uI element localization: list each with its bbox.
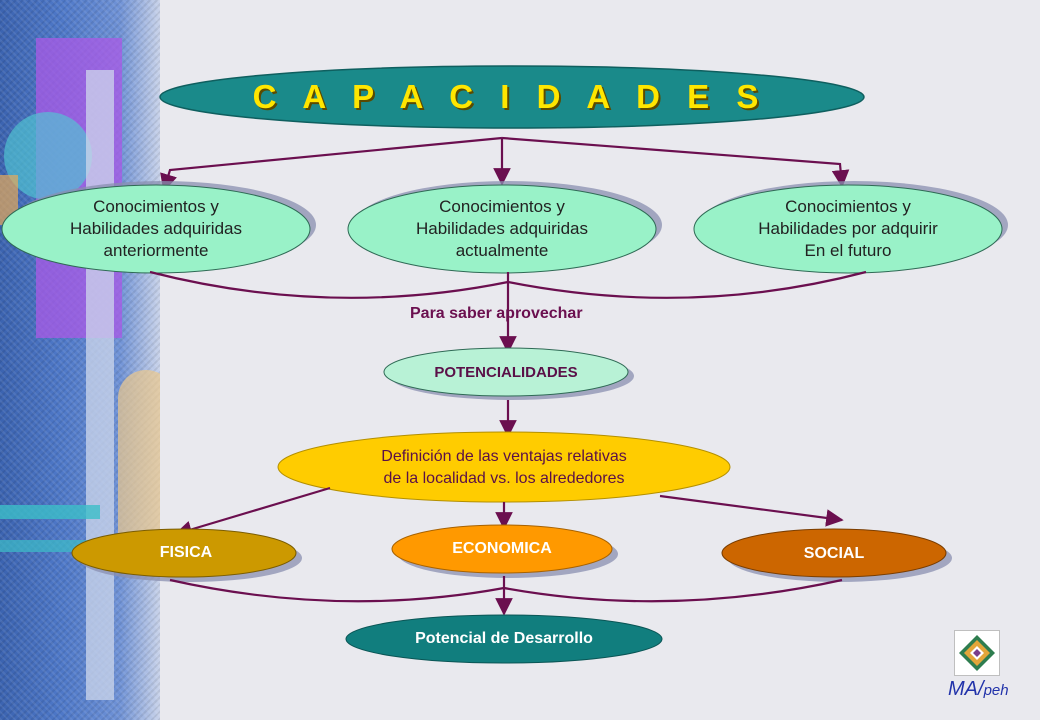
arrow-to-social: [659, 494, 844, 527]
arrow-to-fisica: [174, 486, 331, 538]
arrow-title-to-left: [160, 136, 503, 192]
economica-ellipse: [391, 524, 613, 574]
curve-left-to-center: [149, 270, 509, 299]
decor-cyan-circle: [4, 112, 92, 200]
decor-teal-bar: [0, 505, 100, 519]
node-ellipse-actualmente: [347, 184, 657, 274]
node-actualmente: Conocimientos y Habilidades adquiridas a…: [352, 190, 652, 268]
definicion-label: Definición de las ventajas relativas de …: [290, 445, 718, 491]
curve-social-to-result: [503, 578, 843, 603]
curve-fisica-to-result: [169, 578, 505, 603]
node-anteriormente-line2: Habilidades adquiridas: [69, 219, 242, 238]
definicion-line1: Definición de las ventajas relativas: [381, 448, 627, 465]
node-actualmente-line2: Habilidades adquiridas: [415, 219, 588, 238]
node-futuro-line1: Conocimientos y: [785, 197, 911, 216]
result-label: Potencial de Desarrollo: [415, 630, 593, 647]
decor-teal-bar-2: [0, 540, 92, 552]
potencialidades-connectors: [149, 270, 867, 354]
node-actualmente-line3: actualmente: [455, 241, 549, 260]
category-economica: ECONOMICA: [452, 540, 552, 557]
diamond-logo-icon: [959, 635, 995, 671]
category-social: SOCIAL: [803, 545, 865, 562]
signature-small: peh: [983, 682, 1009, 699]
node-anteriormente-line3: anteriormente: [103, 241, 209, 260]
green-nodes: [1, 184, 1003, 274]
connector-label: Para saber aprovechar: [410, 305, 583, 322]
category-connectors: [174, 486, 844, 538]
curve-right-to-center: [507, 270, 867, 299]
node-anteriormente-line1: Conocimientos y: [93, 197, 219, 216]
decor-light-bar: [86, 70, 114, 700]
result-ellipse: [345, 614, 663, 664]
node-futuro-line2: Habilidades por adquirir: [758, 219, 938, 238]
signature-main: MA/: [948, 678, 984, 700]
category-fisica: FISICA: [159, 544, 213, 561]
node-anteriormente: Conocimientos y Habilidades adquiridas a…: [6, 190, 306, 268]
potencialidades-label: POTENCIALIDADES: [434, 364, 578, 381]
fisica-ellipse: [71, 528, 297, 578]
node-actualmente-line1: Conocimientos y: [439, 197, 565, 216]
node-ellipse-futuro: [693, 184, 1003, 274]
node-futuro: Conocimientos y Habilidades por adquirir…: [698, 190, 998, 268]
result-connectors: [169, 576, 843, 616]
title-ellipse: [159, 65, 865, 129]
author-logo: [954, 630, 1000, 676]
diagram-title: C A P A C I D A D E S: [252, 78, 768, 115]
node-futuro-line3: En el futuro: [804, 241, 892, 260]
arrow-title-to-right: [501, 136, 850, 188]
author-signature: MA/peh: [948, 678, 1009, 701]
definicion-line2: de la localidad vs. los alrededores: [383, 470, 625, 487]
potencialidades-ellipse: [383, 347, 629, 397]
social-ellipse: [721, 528, 947, 578]
